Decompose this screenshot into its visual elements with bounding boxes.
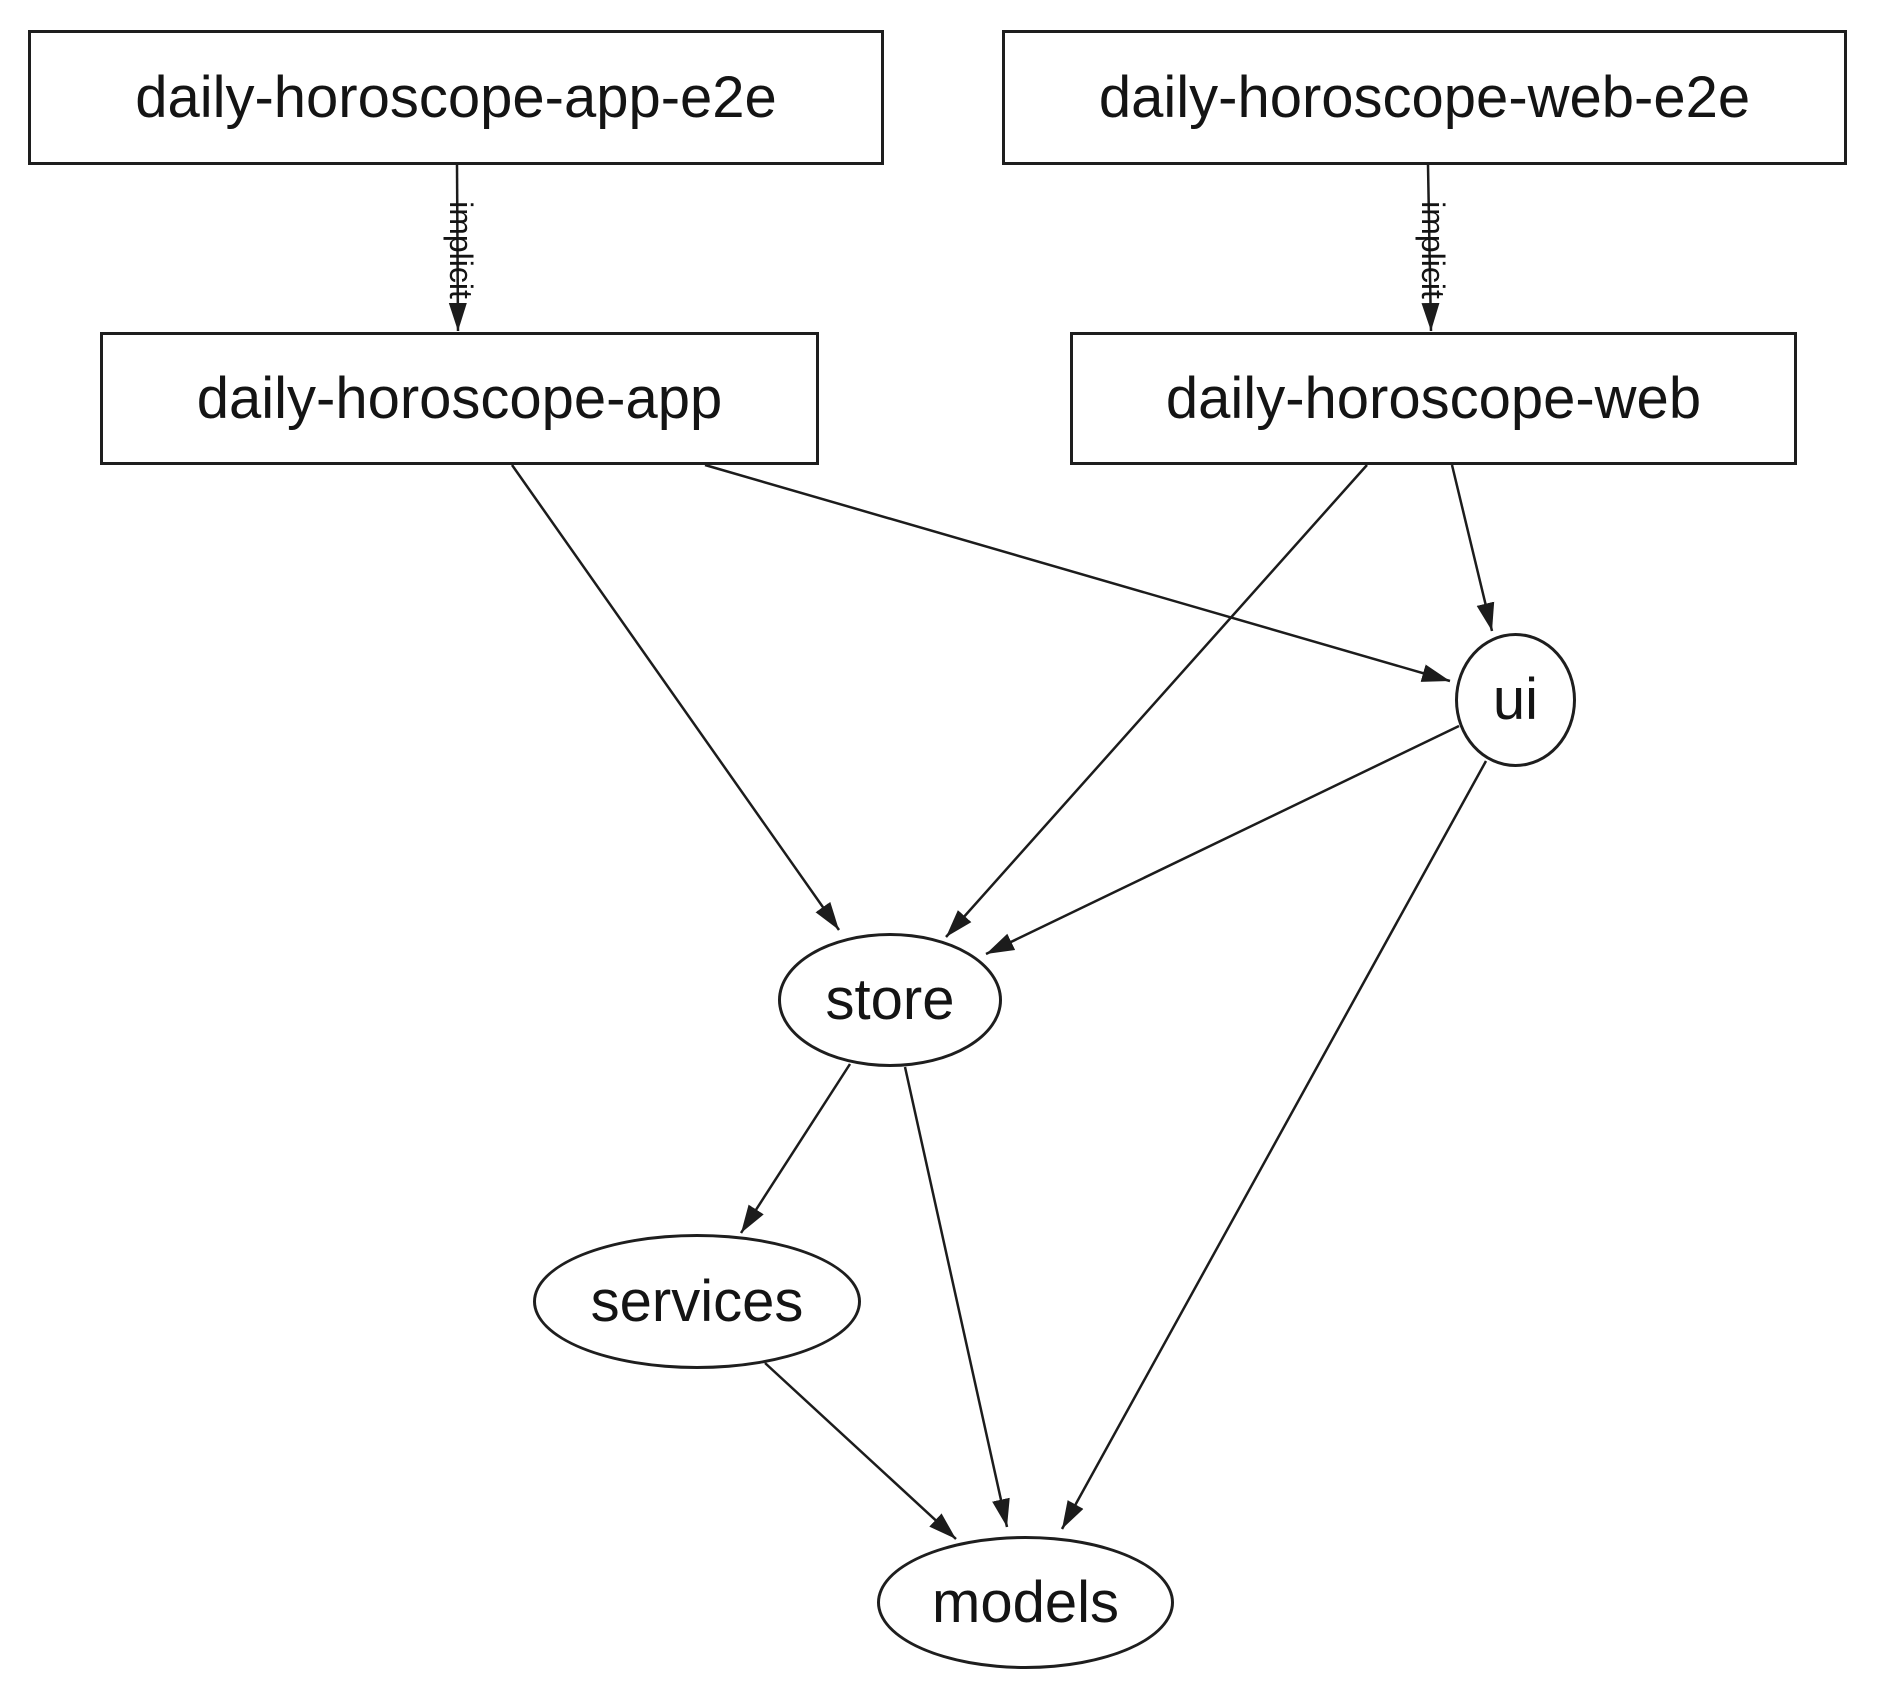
node-store[interactable]: store xyxy=(778,933,1002,1067)
node-ui[interactable]: ui xyxy=(1455,633,1576,767)
edge-ui-to-models xyxy=(1060,760,1488,1530)
node-label: models xyxy=(932,1569,1119,1635)
node-daily-horoscope-web-e2e[interactable]: daily-horoscope-web-e2e xyxy=(1002,30,1847,165)
node-label: store xyxy=(825,967,955,1032)
edge-ui-to-store xyxy=(985,724,1460,956)
node-daily-horoscope-app[interactable]: daily-horoscope-app xyxy=(100,332,819,465)
edge-store-to-services xyxy=(739,1063,852,1234)
edge-services-to-models xyxy=(764,1362,957,1540)
edge-daily-horoscope-app-to-store xyxy=(510,464,841,931)
node-label: daily-horoscope-app-e2e xyxy=(135,64,777,130)
node-label: daily-horoscope-app xyxy=(196,365,723,431)
edge-daily-horoscope-web-to-store xyxy=(945,464,1368,938)
node-label: daily-horoscope-web xyxy=(1165,365,1702,431)
node-models[interactable]: models xyxy=(877,1536,1174,1669)
edge-label-implicit-app: implicit xyxy=(443,201,479,299)
node-label: ui xyxy=(1492,667,1539,732)
edge-label-implicit-web: implicit xyxy=(1415,201,1451,299)
node-daily-horoscope-web[interactable]: daily-horoscope-web xyxy=(1070,332,1797,465)
node-label: services xyxy=(590,1268,804,1334)
node-services[interactable]: services xyxy=(533,1234,861,1369)
edge-daily-horoscope-app-to-ui xyxy=(704,463,1451,683)
edge-store-to-models xyxy=(903,1066,1010,1528)
node-daily-horoscope-app-e2e[interactable]: daily-horoscope-app-e2e xyxy=(28,30,884,165)
node-label: daily-horoscope-web-e2e xyxy=(1098,64,1751,130)
edge-daily-horoscope-web-to-ui xyxy=(1450,464,1495,632)
